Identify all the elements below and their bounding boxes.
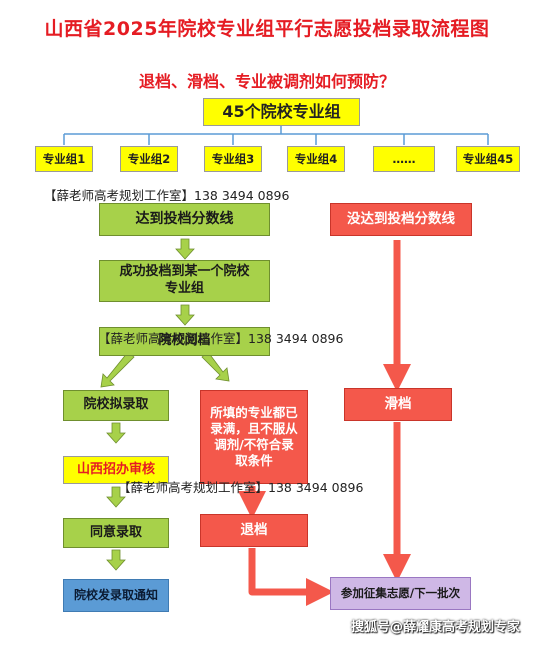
- notice-node: 院校发录取通知: [63, 579, 169, 612]
- red-arrows: [238, 240, 411, 606]
- final-node: 参加征集志愿/下一批次: [330, 577, 471, 610]
- agree-node: 同意录取: [63, 518, 169, 548]
- reject-node: 退档: [200, 514, 308, 547]
- footer-watermark: 搜狐号@薛耀康高考规划专家: [350, 620, 520, 635]
- group-node-ellipsis: ……: [373, 146, 435, 172]
- propose-node: 院校拟录取: [63, 390, 169, 421]
- page-title: 山西省2025年院校专业组平行志愿投档录取流程图: [44, 18, 490, 40]
- group-node-3: 专业组3: [204, 146, 262, 172]
- root-node: 45个院校专业组: [203, 98, 360, 126]
- reach-node: 达到投档分数线: [99, 203, 270, 236]
- watermark-1: 【薛老师高考规划工作室】138 3494 0896: [44, 188, 290, 203]
- condition-node: 所填的专业都已录满，且不服从调剂/不符合录取条件: [200, 390, 308, 484]
- slide-node: 滑档: [344, 388, 452, 421]
- group-node-1: 专业组1: [35, 146, 93, 172]
- group-node-4: 专业组4: [287, 146, 345, 172]
- success-node: 成功投档到某一个院校专业组: [99, 260, 270, 302]
- page-subtitle: 退档、滑档、专业被调剂如何预防？: [138, 72, 395, 91]
- watermark-2: 【薛老师高考规划工作室】138 3494 0896: [98, 331, 344, 346]
- group-node-2: 专业组2: [120, 146, 178, 172]
- green-arrows: [100, 238, 230, 571]
- not-reach-node: 没达到投档分数线: [330, 203, 472, 236]
- audit-node: 山西招办审核: [63, 456, 169, 484]
- group-node-45: 专业组45: [456, 146, 520, 172]
- watermark-3: 【薛老师高考规划工作室】138 3494 0896: [118, 480, 364, 495]
- review-node: 院校阅档: [99, 327, 270, 356]
- tree-connectors: [63, 126, 489, 145]
